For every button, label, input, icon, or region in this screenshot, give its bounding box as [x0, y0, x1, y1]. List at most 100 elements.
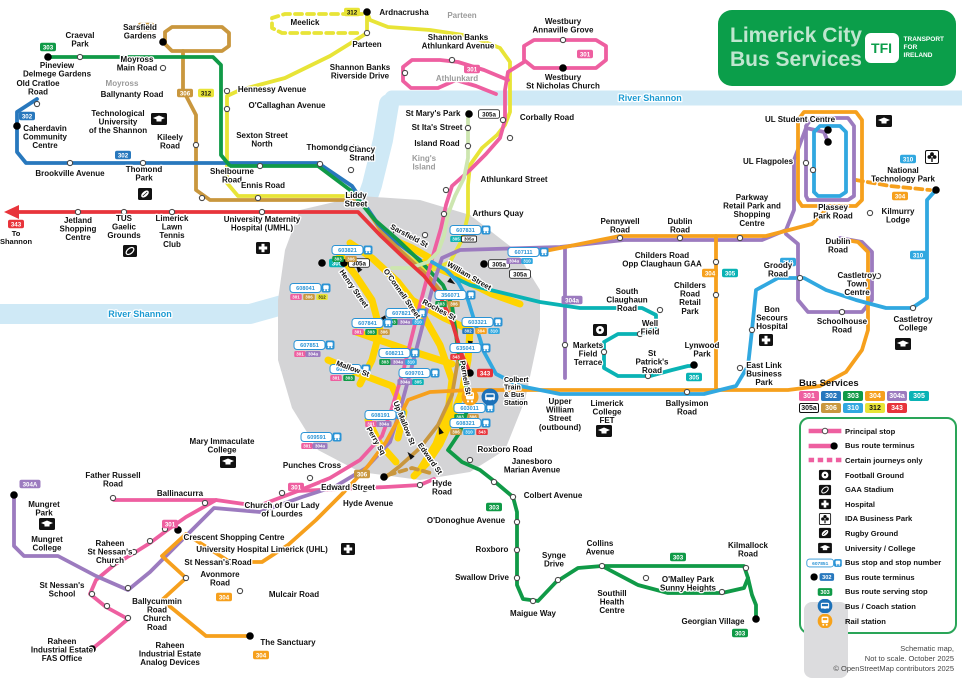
- stop-label: Athlunkard Street: [480, 175, 547, 184]
- route-badge-306: 306: [378, 328, 390, 336]
- svg-text:306: 306: [450, 302, 458, 307]
- route-chip-303: 303: [843, 391, 863, 401]
- route-badge-310: 310: [488, 327, 500, 335]
- svg-text:302: 302: [118, 152, 129, 159]
- route-badge-303: 303: [332, 255, 344, 263]
- bus-stop: [866, 209, 874, 217]
- route-badge-305: 305: [686, 372, 702, 381]
- stop-label: O'Callaghan Avenue: [249, 101, 326, 110]
- svg-text:306: 306: [347, 257, 355, 262]
- route-badge-304: 304: [253, 650, 269, 659]
- bus-stop: [124, 614, 132, 622]
- route-badge-301: 301: [352, 328, 364, 336]
- route-badge-303: 303: [379, 358, 391, 366]
- svg-text:301: 301: [303, 444, 311, 449]
- route-badge-343: 343: [8, 219, 24, 228]
- svg-text:304a: 304a: [315, 444, 325, 449]
- route-badge-312: 312: [316, 293, 328, 301]
- svg-text:310: 310: [407, 360, 415, 365]
- stop-number-pill: 607821: [385, 308, 427, 318]
- svg-text:310: 310: [903, 156, 914, 163]
- legend-item-bus: Bus / Coach station: [805, 599, 951, 614]
- stop-label: Ballinacurra: [157, 489, 204, 498]
- stop-label: Maigue Way: [510, 609, 556, 618]
- svg-text:310: 310: [490, 329, 498, 334]
- bus-stop: [644, 372, 652, 380]
- route-line-305: [453, 276, 696, 378]
- route-badge-305a: 305a: [461, 235, 477, 243]
- route-badge-303: 303: [732, 628, 748, 637]
- legend-item-label: Bus route terminus: [845, 572, 915, 582]
- stop-number-pill: 609701: [398, 368, 440, 378]
- svg-text:305: 305: [414, 380, 422, 385]
- stop-number-pill: 609341: [329, 364, 371, 374]
- route-badge-305: 305: [412, 378, 424, 386]
- svg-text:304a: 304a: [393, 360, 403, 365]
- route-terminus: [318, 259, 326, 267]
- legend-item-gaa: GAA Stadium: [805, 482, 951, 497]
- route-badge-301: 301: [288, 482, 304, 491]
- bus-stop: [712, 258, 720, 266]
- route-chip-310: 310: [843, 403, 863, 413]
- stop-label: Ennis Road: [241, 181, 285, 190]
- ida-icon: [818, 512, 832, 525]
- svg-text:304: 304: [256, 652, 267, 659]
- terminus-badge-icon: 302: [805, 570, 845, 584]
- bus-stop: [66, 159, 74, 167]
- street-direction-arrow: [438, 426, 444, 435]
- bus-stop: [168, 208, 176, 216]
- route-badge-304: 304: [892, 191, 908, 200]
- route-badge-303: 303: [670, 552, 686, 561]
- legend-item-football: Football Ground: [805, 468, 951, 483]
- route-badge-303: 303: [365, 328, 377, 336]
- university-icon: [876, 115, 892, 127]
- legend-title: Bus Services: [799, 378, 859, 389]
- route-chip-305a: 305a: [799, 403, 819, 413]
- route-terminus: [824, 126, 832, 134]
- stop-label: River Shannon: [618, 93, 682, 103]
- route-terminus: [44, 53, 52, 61]
- route-badge-303: 303: [435, 300, 447, 308]
- route-badge-343: 343: [450, 353, 462, 361]
- street-direction-arrow: [393, 225, 400, 234]
- route-badge-302: 302: [462, 327, 474, 335]
- svg-text:301: 301: [580, 51, 591, 58]
- svg-text:303: 303: [43, 44, 54, 51]
- credit-line: Not to scale. October 2025: [864, 653, 954, 663]
- legend-item-label: Bus route terminus: [845, 441, 915, 451]
- credit-line: © OpenStreetMap contributors 2025: [833, 663, 954, 673]
- route-chip-306: 306: [821, 403, 841, 413]
- stop-label: Ardnacrusha: [379, 8, 429, 17]
- bus-icon: [481, 388, 499, 406]
- legend-item-principal-stop: Principal stop: [805, 424, 951, 439]
- legend-item-university: University / College: [805, 541, 951, 556]
- svg-text:310: 310: [414, 320, 422, 325]
- route-terminus: [752, 615, 760, 623]
- area-label: Athlunkard: [436, 74, 478, 83]
- svg-text:304A: 304A: [23, 481, 38, 488]
- svg-text:303: 303: [820, 590, 829, 596]
- svg-text:635041: 635041: [456, 346, 475, 352]
- route-badge-301: 301: [294, 350, 306, 358]
